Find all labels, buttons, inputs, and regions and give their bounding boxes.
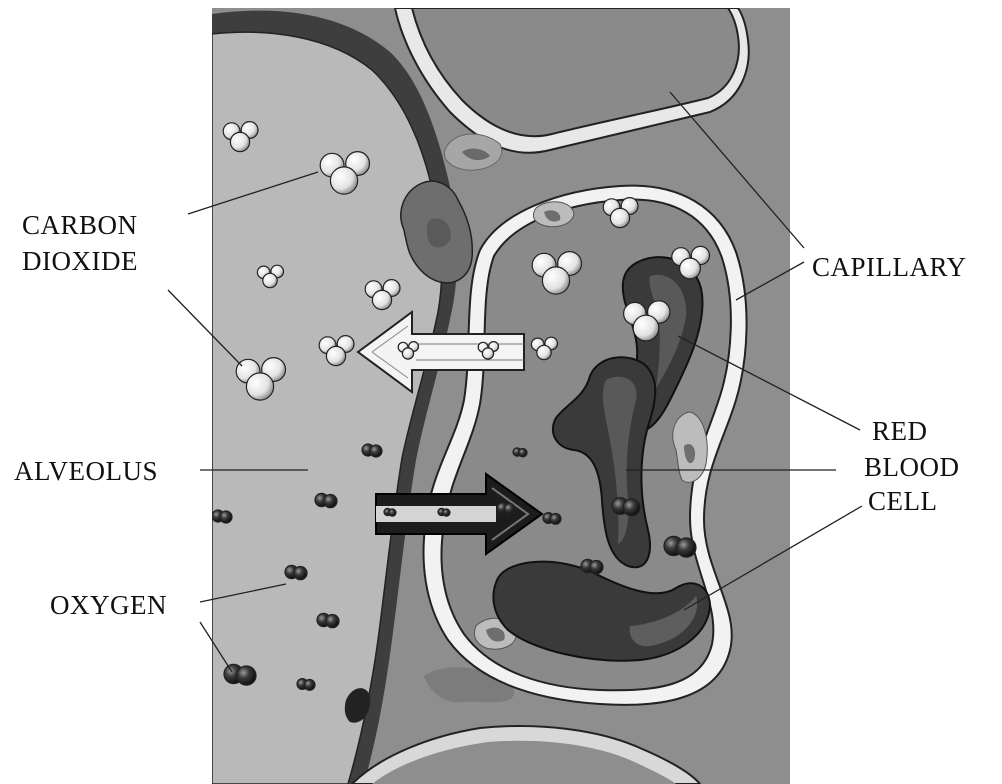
oxygen-molecule: [285, 565, 307, 579]
oxygen-molecule: [317, 613, 339, 627]
oxygen-molecule: [581, 559, 603, 573]
oxygen-molecule: [513, 448, 527, 457]
oxygen-molecule: [212, 510, 232, 523]
oxygen-molecule: [297, 679, 315, 691]
label-red-blood-cell-line3: CELL: [868, 486, 938, 516]
oxygen-molecule: [497, 503, 515, 515]
oxygen-molecule: [612, 498, 640, 516]
label-capillary: CAPILLARY: [812, 252, 967, 282]
oxygen-molecule: [315, 493, 337, 507]
label-carbon-dioxide-line1: CARBON: [22, 210, 138, 240]
label-oxygen: OXYGEN: [50, 590, 167, 620]
oxygen-molecule: [384, 508, 396, 516]
oxygen-molecule: [664, 536, 696, 557]
illustration-panel: [212, 8, 790, 784]
oxygen-molecule: [438, 508, 450, 516]
label-red-blood-cell-line2: BLOOD: [864, 452, 960, 482]
label-red-blood-cell-line1: RED: [872, 416, 928, 446]
label-alveolus: ALVEOLUS: [14, 456, 158, 486]
label-carbon-dioxide-line2: DIOXIDE: [22, 246, 138, 276]
oxygen-molecule: [543, 513, 561, 525]
oxygen-molecule: [362, 444, 382, 457]
